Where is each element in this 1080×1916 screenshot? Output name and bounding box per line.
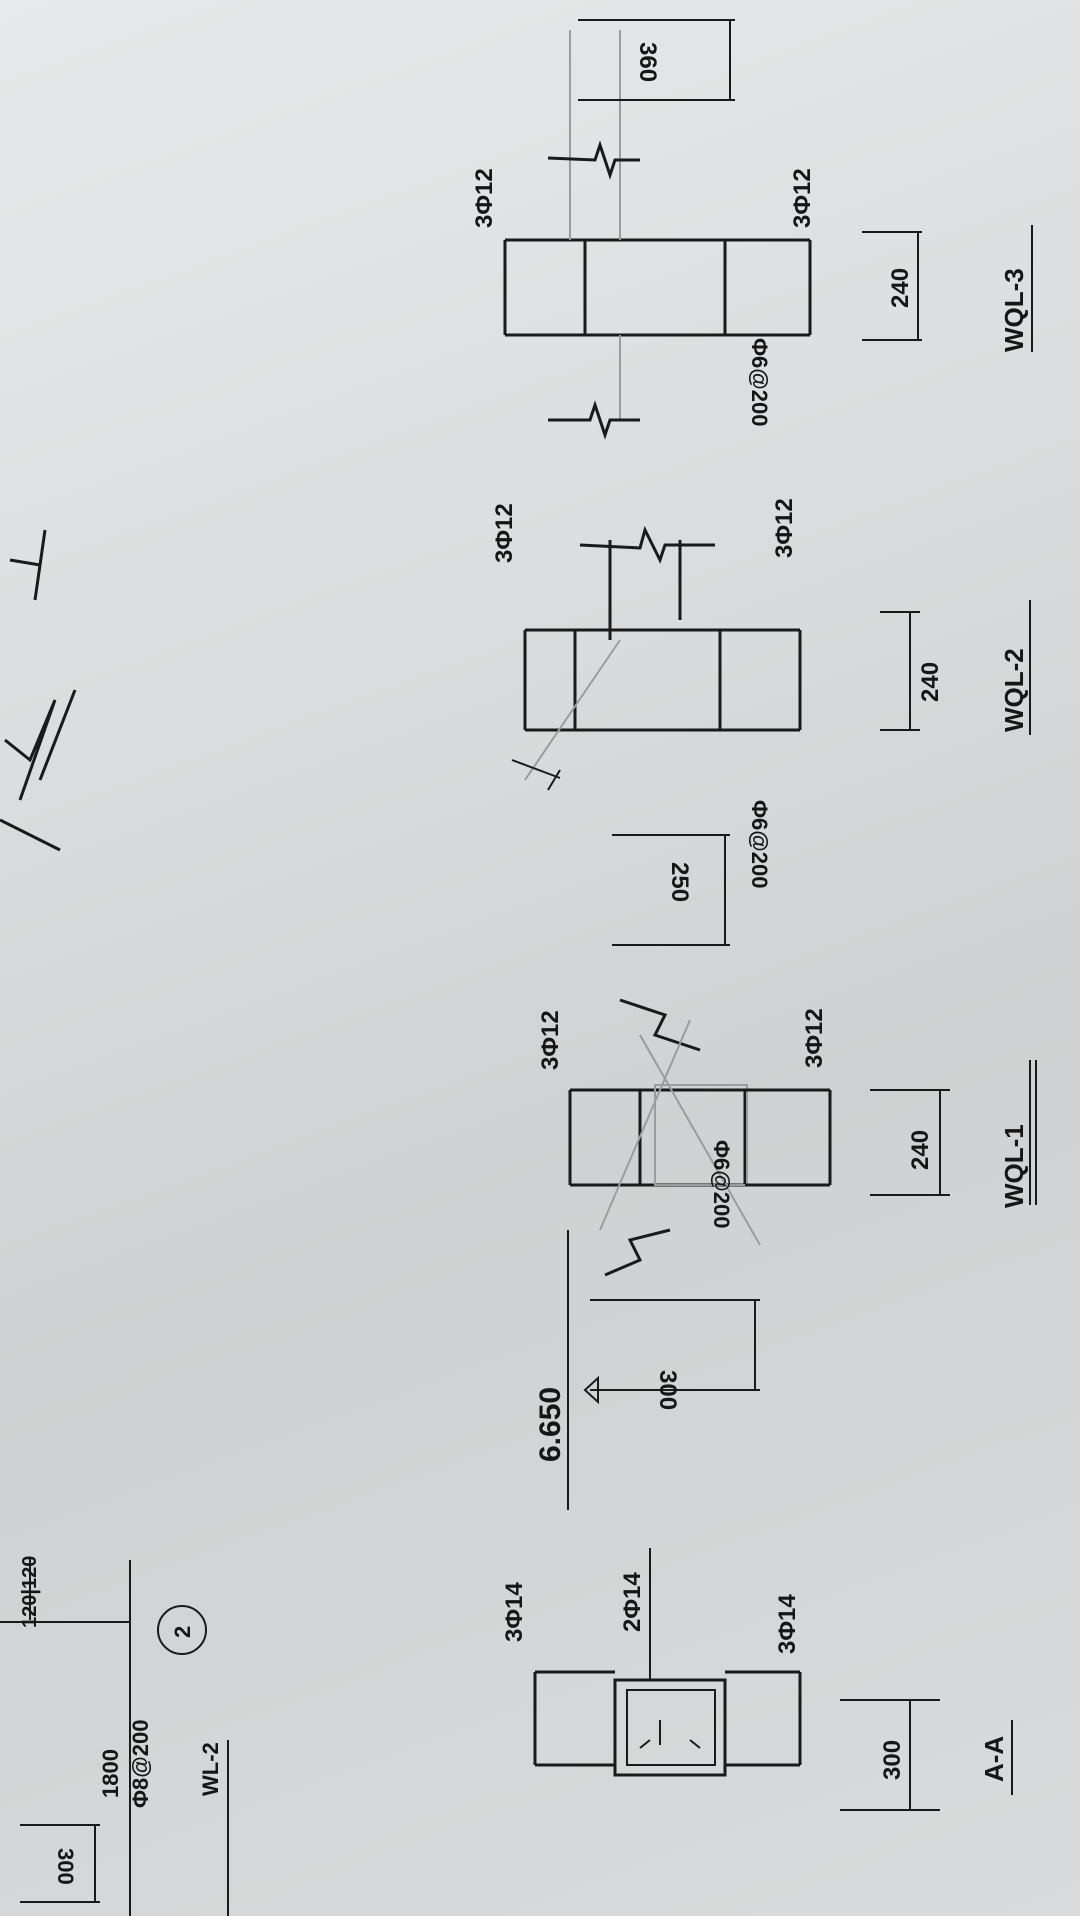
wql1-bar-top-label: 3Φ12 bbox=[537, 1010, 564, 1070]
wql3-bar-top-label: 3Φ12 bbox=[471, 168, 498, 228]
wql3-section: 3Φ12 3Φ12 Φ6@200 240 WQL-3 360 bbox=[471, 19, 1033, 440]
wql3-stirrup: Φ6@200 bbox=[747, 338, 772, 426]
aa-bar-top-label: 3Φ14 bbox=[501, 1582, 528, 1642]
elevation-marker: 6.650 300 bbox=[534, 1230, 760, 1510]
aa-bar-bot-label: 3Φ14 bbox=[774, 1594, 801, 1654]
wql2-break-top bbox=[579, 525, 715, 564]
wql1-slab-2 bbox=[599, 1019, 691, 1231]
wql2-dim-250: 250 bbox=[666, 862, 693, 902]
label-wl2: WL-2 bbox=[198, 1742, 223, 1796]
wql2-slab bbox=[524, 639, 621, 781]
elev-level: 6.650 bbox=[534, 1387, 567, 1462]
wql1-title: WQL-1 bbox=[999, 1124, 1029, 1208]
wql3-title: WQL-3 bbox=[999, 268, 1029, 352]
wql2-stirrup: Φ6@200 bbox=[747, 800, 772, 888]
wql2-outline bbox=[573, 628, 722, 732]
aa-section-outline bbox=[613, 1678, 727, 1777]
aa-stirrup bbox=[626, 1689, 716, 1766]
wql2-bar-bot-label: 3Φ12 bbox=[771, 498, 798, 558]
wql1-dim-width: 240 bbox=[907, 1130, 934, 1170]
aa-hooks bbox=[639, 1720, 701, 1749]
wql3-break-top bbox=[547, 140, 640, 180]
wql1-bar-bot-label: 3Φ12 bbox=[801, 1008, 828, 1068]
wql1-ghost bbox=[654, 1084, 748, 1186]
wql3-dim-360: 360 bbox=[634, 42, 661, 82]
wql3-break-bot bbox=[548, 400, 640, 440]
wql2-break-slab bbox=[511, 759, 561, 791]
detail-circle bbox=[157, 1605, 207, 1655]
detail-circle-num: 2 bbox=[170, 1626, 195, 1638]
dim-1800: 1800 bbox=[98, 1749, 123, 1798]
wql1-stirrup: Φ6@200 bbox=[709, 1140, 734, 1228]
wql3-outline bbox=[583, 238, 727, 337]
wql2-bar-top-label: 3Φ12 bbox=[491, 503, 518, 563]
wql3-bar-bot-label: 3Φ12 bbox=[789, 168, 816, 228]
dim-120-120: 120|120 bbox=[19, 1556, 41, 1628]
handwritten-signature bbox=[0, 529, 77, 852]
wql1-break-top bbox=[619, 998, 701, 1052]
wql1-section: 3Φ12 3Φ12 Φ6@200 240 WQL-1 bbox=[537, 998, 1037, 1277]
aa-dim-width: 300 bbox=[879, 1740, 906, 1780]
wql1-break-bot bbox=[604, 1228, 671, 1277]
rebar-spec-phi8: Φ8@200 bbox=[128, 1720, 153, 1808]
wl2-detail: 1800 Φ8@200 WL-2 2 120|120 300 bbox=[0, 1556, 229, 1916]
wql3-dim-width: 240 bbox=[887, 268, 914, 308]
wql2-dim-width: 240 bbox=[917, 662, 944, 702]
wql1-slab-1 bbox=[639, 1034, 761, 1246]
wql2-section: 3Φ12 3Φ12 Φ6@200 240 WQL-2 250 bbox=[491, 498, 1031, 946]
elev-dim-300: 300 bbox=[654, 1370, 681, 1410]
wql2-title: WQL-2 bbox=[999, 648, 1029, 732]
dim-300-left: 300 bbox=[53, 1848, 78, 1885]
aa-bar-mid-label: 2Φ14 bbox=[619, 1572, 646, 1632]
aa-title: A-A bbox=[979, 1736, 1009, 1782]
signature-strokes bbox=[0, 529, 77, 852]
section-aa: 3Φ14 2Φ14 3Φ14 300 A-A bbox=[501, 1548, 1013, 1811]
